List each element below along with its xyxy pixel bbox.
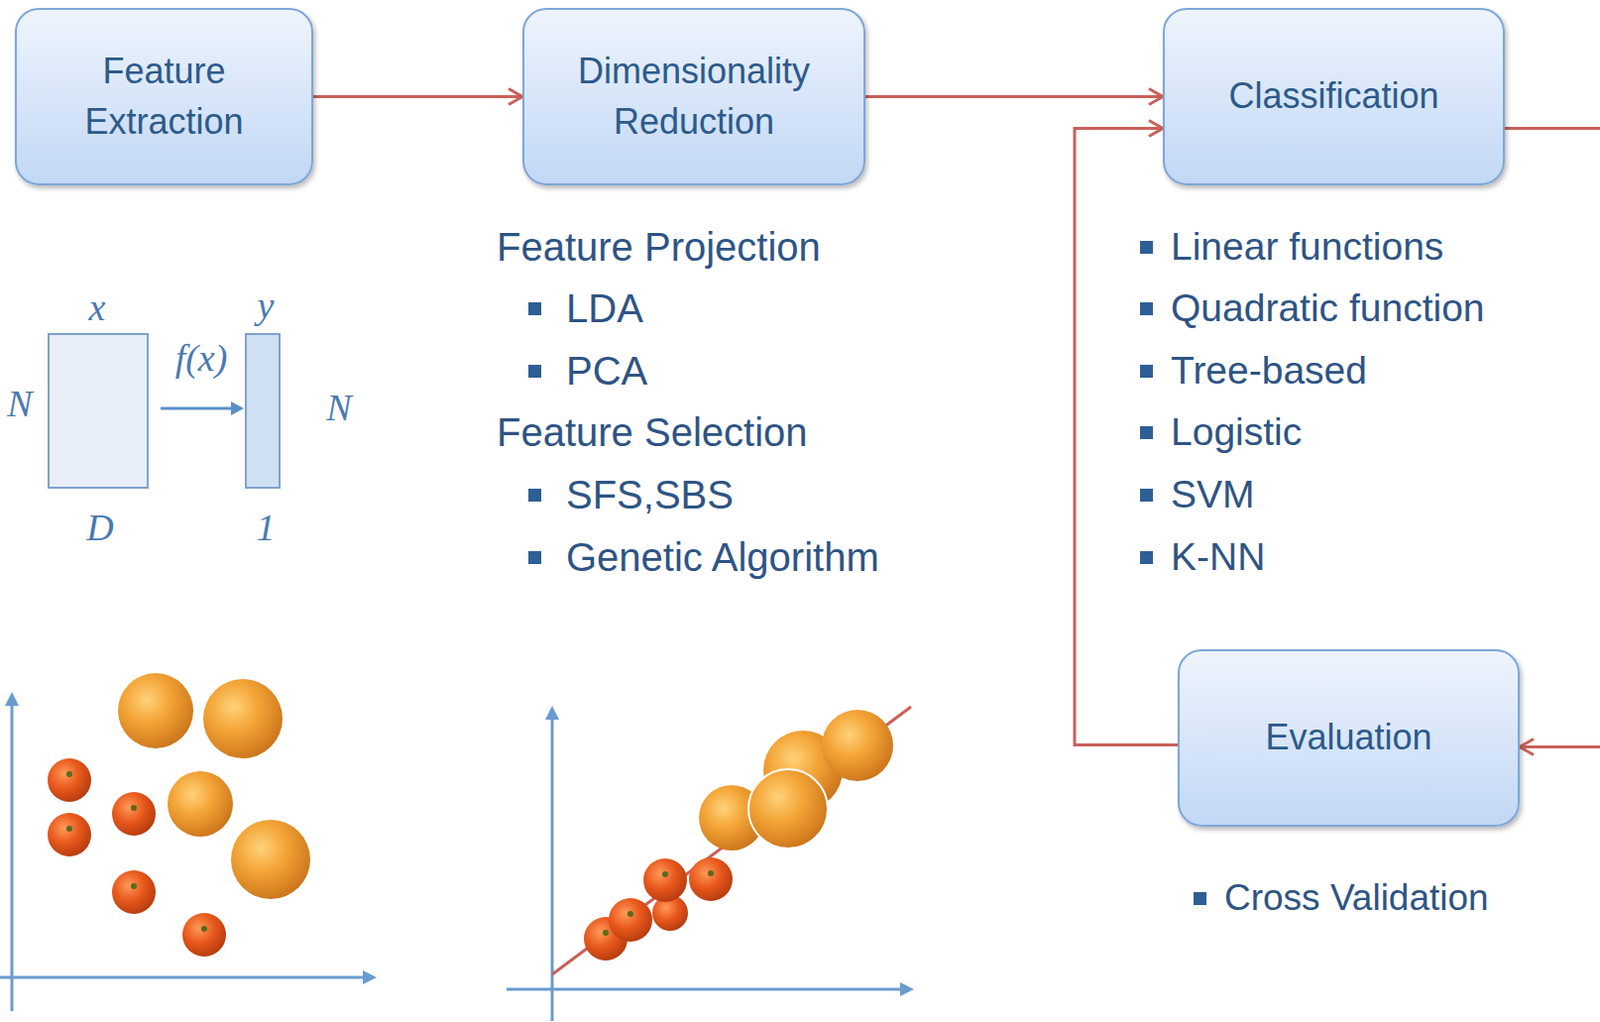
list-item: SVM [1170, 472, 1256, 516]
flow-arrow [1504, 128, 1600, 756]
math-symbol-wrap: N [6, 381, 32, 428]
list-item: SFS,SBS [566, 472, 734, 517]
box-label: Classification [1228, 71, 1439, 121]
connector-line [1504, 128, 1600, 748]
connector-line [1074, 128, 1178, 746]
bullet-square [528, 364, 542, 378]
list-item-wrap: Linear functions [1170, 224, 1444, 271]
bullet-square [528, 551, 542, 565]
list-item: Linear functions [1170, 225, 1444, 268]
list-item-wrap: Quadratic function [1170, 285, 1486, 333]
math-symbol-wrap: f(x) [175, 336, 229, 382]
connector-line [313, 95, 523, 99]
math-symbol-wrap: D [86, 505, 114, 552]
arrow-head [1519, 739, 1534, 756]
math-symbol: f(x) [175, 337, 229, 379]
bullet-square [528, 302, 542, 316]
box-label: Evaluation [1264, 712, 1432, 763]
list-item: Feature Selection [496, 410, 808, 455]
list-item-wrap: Feature Selection [496, 408, 808, 457]
flow-arrow [1074, 120, 1178, 746]
bullet-square [1140, 302, 1153, 316]
list-item-wrap: SFS,SBS [566, 470, 734, 519]
bullet-square [1140, 364, 1153, 378]
list-item: PCA [566, 348, 648, 393]
flow-arrow [865, 89, 1163, 106]
list-item: Logistic [1170, 410, 1302, 454]
map-arrow [160, 407, 234, 411]
list-item-wrap: Cross Validation [1224, 876, 1489, 920]
scatter-plot-after [506, 705, 915, 1022]
list-item: Genetic Algorithm [566, 535, 880, 579]
process-box: Evaluation [1177, 649, 1520, 827]
bullet-square [528, 488, 542, 502]
map-arrow-head [230, 401, 244, 416]
box-label: Dimensionality Reduction [544, 46, 844, 147]
bullet-square [1140, 240, 1153, 254]
math-symbol: 1 [256, 506, 276, 549]
list-item-wrap: LDA [566, 284, 644, 333]
matrix-y [245, 334, 280, 488]
math-symbol: N [326, 386, 351, 429]
list-item: Quadratic function [1170, 286, 1486, 330]
arrow-head [1148, 89, 1163, 106]
process-box: Dimensionality Reduction [522, 7, 866, 186]
math-symbol: D [86, 506, 114, 549]
list-item: K-NN [1170, 535, 1265, 578]
bullet-square [1140, 551, 1153, 565]
math-symbol: y [257, 284, 275, 327]
list-item: LDA [566, 286, 644, 331]
bullet-square [1140, 488, 1153, 502]
bullet-square [1140, 426, 1153, 440]
list-item-wrap: SVM [1170, 471, 1256, 519]
list-item-wrap: Genetic Algorithm [566, 533, 880, 581]
process-box: Classification [1162, 7, 1505, 186]
list-item: Cross Validation [1224, 877, 1489, 918]
arrow-head [1148, 120, 1163, 137]
list-item-wrap: K-NN [1170, 534, 1265, 581]
list-item-wrap: PCA [566, 346, 648, 395]
math-symbol-wrap: x [89, 285, 107, 332]
math-symbol-wrap: N [326, 385, 351, 432]
list-item: Tree-based [1170, 348, 1368, 392]
list-item: Feature Projection [496, 225, 821, 269]
process-box: Feature Extraction [14, 7, 314, 186]
math-symbol-wrap: 1 [256, 505, 276, 552]
arrow-head [508, 89, 523, 106]
list-item-wrap: Tree-based [1170, 347, 1368, 395]
matrix-x [48, 334, 148, 488]
list-item-wrap: Logistic [1170, 409, 1302, 457]
list-item-wrap: Feature Projection [496, 223, 821, 271]
bullet-square [1193, 892, 1207, 906]
math-symbol: x [89, 286, 107, 329]
matrix-figure [48, 334, 280, 488]
scatter-plot-before [0, 673, 377, 1012]
box-label: Feature Extraction [36, 46, 292, 147]
math-symbol-wrap: y [257, 283, 275, 330]
flow-arrow [313, 89, 523, 106]
math-symbol: N [6, 382, 32, 425]
connector-line [865, 95, 1163, 99]
